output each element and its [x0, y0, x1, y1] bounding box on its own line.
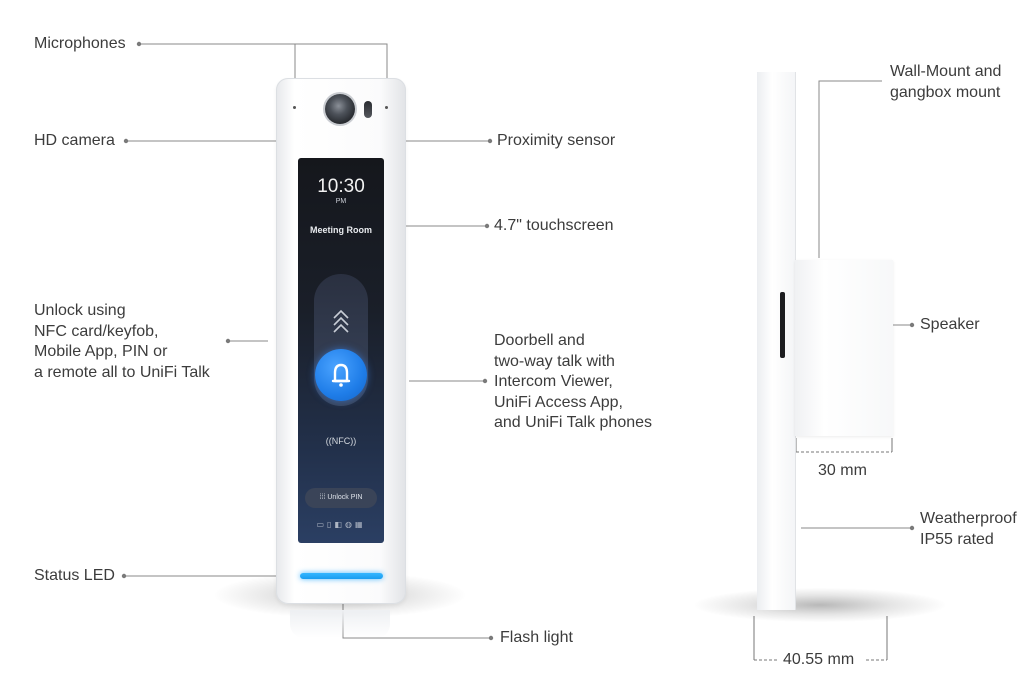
label-weatherproof-line: Weatherproof: [920, 510, 1017, 527]
label-touchscreen: 4.7" touchscreen: [494, 217, 614, 234]
label-wall-mount-line: gangbox mount: [890, 83, 1001, 101]
microphones-leader: [139, 43, 388, 80]
label-microphones: Microphones: [34, 35, 126, 52]
screen-room-name: Meeting Room: [310, 225, 372, 235]
device-reflection: [290, 610, 390, 638]
speaker-dot: [909, 322, 915, 328]
bell-icon: [331, 363, 351, 387]
label-weatherproof-line: IP55 rated: [920, 530, 994, 548]
label-doorbell-line: Intercom Viewer,: [494, 373, 613, 390]
label-depth-40: 40.55 mm: [783, 651, 855, 668]
gangbox-mount-box: [795, 260, 893, 436]
label-hd-camera: HD camera: [34, 132, 115, 149]
side-device-shadow: [695, 588, 945, 622]
label-unlock-line: Unlock using: [34, 302, 126, 319]
speaker-grille: [780, 292, 785, 358]
label-wall-mount: Wall-Mount and gangbox mount: [890, 62, 1001, 103]
label-unlock-line: Mobile App, PIN or: [34, 343, 168, 360]
hd-camera-dot: [123, 138, 129, 144]
proximity-dot: [487, 138, 493, 144]
touchscreen-dot: [484, 223, 490, 229]
nfc-indicator: ((NFC)): [325, 436, 357, 446]
microphone-right-dot: [385, 106, 388, 109]
unlock-pin-label: Unlock PIN: [327, 494, 363, 501]
touchscreen-display: 10:30 PM Meeting Room ((NFC)) ⁞⁞⁞ Unlock…: [298, 158, 384, 543]
doorbell-call-button[interactable]: [315, 349, 367, 401]
label-flash-light: Flash light: [500, 629, 573, 646]
microphones-dot: [136, 41, 142, 47]
status-led-dot: [121, 573, 127, 579]
label-unlock-line: a remote all to UniFi Talk: [34, 363, 210, 381]
label-depth-30: 30 mm: [818, 462, 867, 479]
unlock-method-icons: ▭▯◧◍▦: [316, 520, 366, 529]
weatherproof-dot: [909, 525, 915, 531]
swipe-up-chevrons-icon: [333, 309, 349, 333]
label-unlock-line: NFC card/keyfob,: [34, 322, 159, 340]
label-doorbell-line: two-way talk with: [494, 352, 615, 370]
label-doorbell-line: UniFi Access App,: [494, 393, 623, 411]
label-speaker: Speaker: [920, 316, 980, 333]
unlock-dot: [225, 338, 231, 344]
label-status-led: Status LED: [34, 567, 115, 584]
doorbell-dot: [482, 378, 488, 384]
label-wall-mount-line: Wall-Mount and: [890, 63, 1002, 80]
keypad-icon: ⁞⁞⁞: [319, 494, 328, 501]
screen-ampm: PM: [335, 198, 347, 205]
unlock-pin-button[interactable]: ⁞⁞⁞ Unlock PIN: [305, 488, 377, 508]
label-doorbell-line: Doorbell and: [494, 332, 585, 349]
microphone-left-dot: [293, 106, 296, 109]
proximity-sensor: [364, 101, 372, 118]
label-doorbell: Doorbell and two-way talk with Intercom …: [494, 331, 652, 434]
label-weatherproof: Weatherproof IP55 rated: [920, 509, 1017, 550]
label-proximity-sensor: Proximity sensor: [497, 132, 616, 149]
intercom-side-panel: [757, 72, 795, 610]
flash-light-dot: [488, 635, 494, 641]
hd-camera-lens: [325, 94, 355, 124]
label-unlock: Unlock using NFC card/keyfob, Mobile App…: [34, 301, 210, 383]
label-doorbell-line: and UniFi Talk phones: [494, 414, 653, 431]
wall-mount-leader: [818, 80, 882, 258]
screen-time: 10:30: [317, 176, 365, 197]
status-led-bar: [300, 573, 383, 579]
